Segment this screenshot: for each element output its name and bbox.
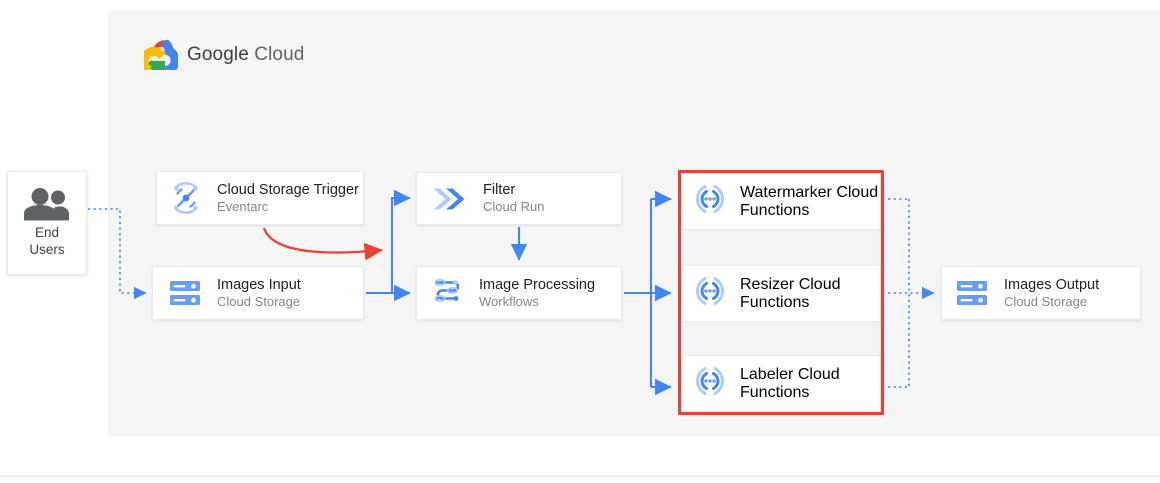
cloud-functions-icon <box>692 183 728 220</box>
end-users-line-2: Users <box>29 242 65 257</box>
node-images-input[interactable]: Images Input Cloud Storage <box>152 266 364 320</box>
node-subtitle: Cloud Storage <box>1004 293 1088 309</box>
node-title: Cloud Storage Trigger <box>217 181 359 198</box>
node-resizer-labels: Resizer Cloud Functions <box>740 276 880 312</box>
google-cloud-wordmark: Google Cloud <box>187 44 304 66</box>
node-labeler-labels: Labeler Cloud Functions <box>740 366 880 402</box>
node-labeler[interactable]: Labeler Cloud Functions <box>681 355 881 412</box>
cloud-functions-icon <box>692 275 728 312</box>
cloud-run-icon <box>431 183 467 215</box>
page-divider <box>0 476 1160 477</box>
node-title: Filter <box>483 182 516 199</box>
node-images-input-labels: Images Input Cloud Storage <box>217 276 301 310</box>
node-title: Image Processing <box>479 276 596 293</box>
node-subtitle: Cloud Run <box>483 199 545 215</box>
node-watermarker[interactable]: Watermarker Cloud Functions <box>681 173 881 230</box>
node-title: Images Output <box>1004 276 1100 293</box>
node-watermarker-labels: Watermarker Cloud Functions <box>740 184 880 220</box>
node-title: Images Input <box>217 276 301 293</box>
users-icon <box>21 187 73 221</box>
node-images-output-labels: Images Output Cloud Storage <box>1004 276 1099 310</box>
end-users-line-1: End <box>34 225 59 241</box>
cloud-functions-icon <box>692 365 728 402</box>
node-resizer[interactable]: Resizer Cloud Functions <box>681 265 881 322</box>
node-end-users[interactable]: End Users <box>7 171 87 275</box>
node-title: Resizer <box>740 275 795 293</box>
node-cloud-storage-trigger-labels: Cloud Storage Trigger Eventarc <box>217 181 359 215</box>
google-cloud-logo: Google Cloud <box>139 38 304 76</box>
node-title: Watermarker <box>740 183 832 201</box>
node-cloud-storage-trigger[interactable]: Cloud Storage Trigger Eventarc <box>156 171 364 225</box>
cloud-storage-icon <box>169 278 201 308</box>
node-subtitle: Eventarc <box>217 198 269 214</box>
google-cloud-logo-icon <box>139 38 180 76</box>
end-users-label: End Users <box>29 225 64 259</box>
node-images-output[interactable]: Images Output Cloud Storage <box>941 266 1141 320</box>
node-title: Labeler <box>740 365 794 383</box>
node-image-processing-labels: Image Processing Workflows <box>479 276 595 310</box>
workflows-icon <box>431 276 465 310</box>
wordmark-google: Google <box>187 44 249 65</box>
node-filter[interactable]: Filter Cloud Run <box>416 172 622 225</box>
eventarc-icon <box>169 181 203 215</box>
node-subtitle: Cloud Storage <box>217 293 301 309</box>
node-subtitle: Cloud Functions <box>740 275 841 311</box>
node-subtitle: Cloud Functions <box>740 365 840 401</box>
node-filter-labels: Filter Cloud Run <box>483 181 544 215</box>
cloud-storage-icon <box>956 278 988 308</box>
node-subtitle: Workflows <box>479 293 539 309</box>
node-image-processing[interactable]: Image Processing Workflows <box>416 266 622 320</box>
wordmark-cloud: Cloud <box>254 44 305 65</box>
cloud-functions-highlight-group: Watermarker Cloud Functions Resizer Clou… <box>678 170 884 415</box>
node-subtitle: Cloud Functions <box>740 183 879 219</box>
